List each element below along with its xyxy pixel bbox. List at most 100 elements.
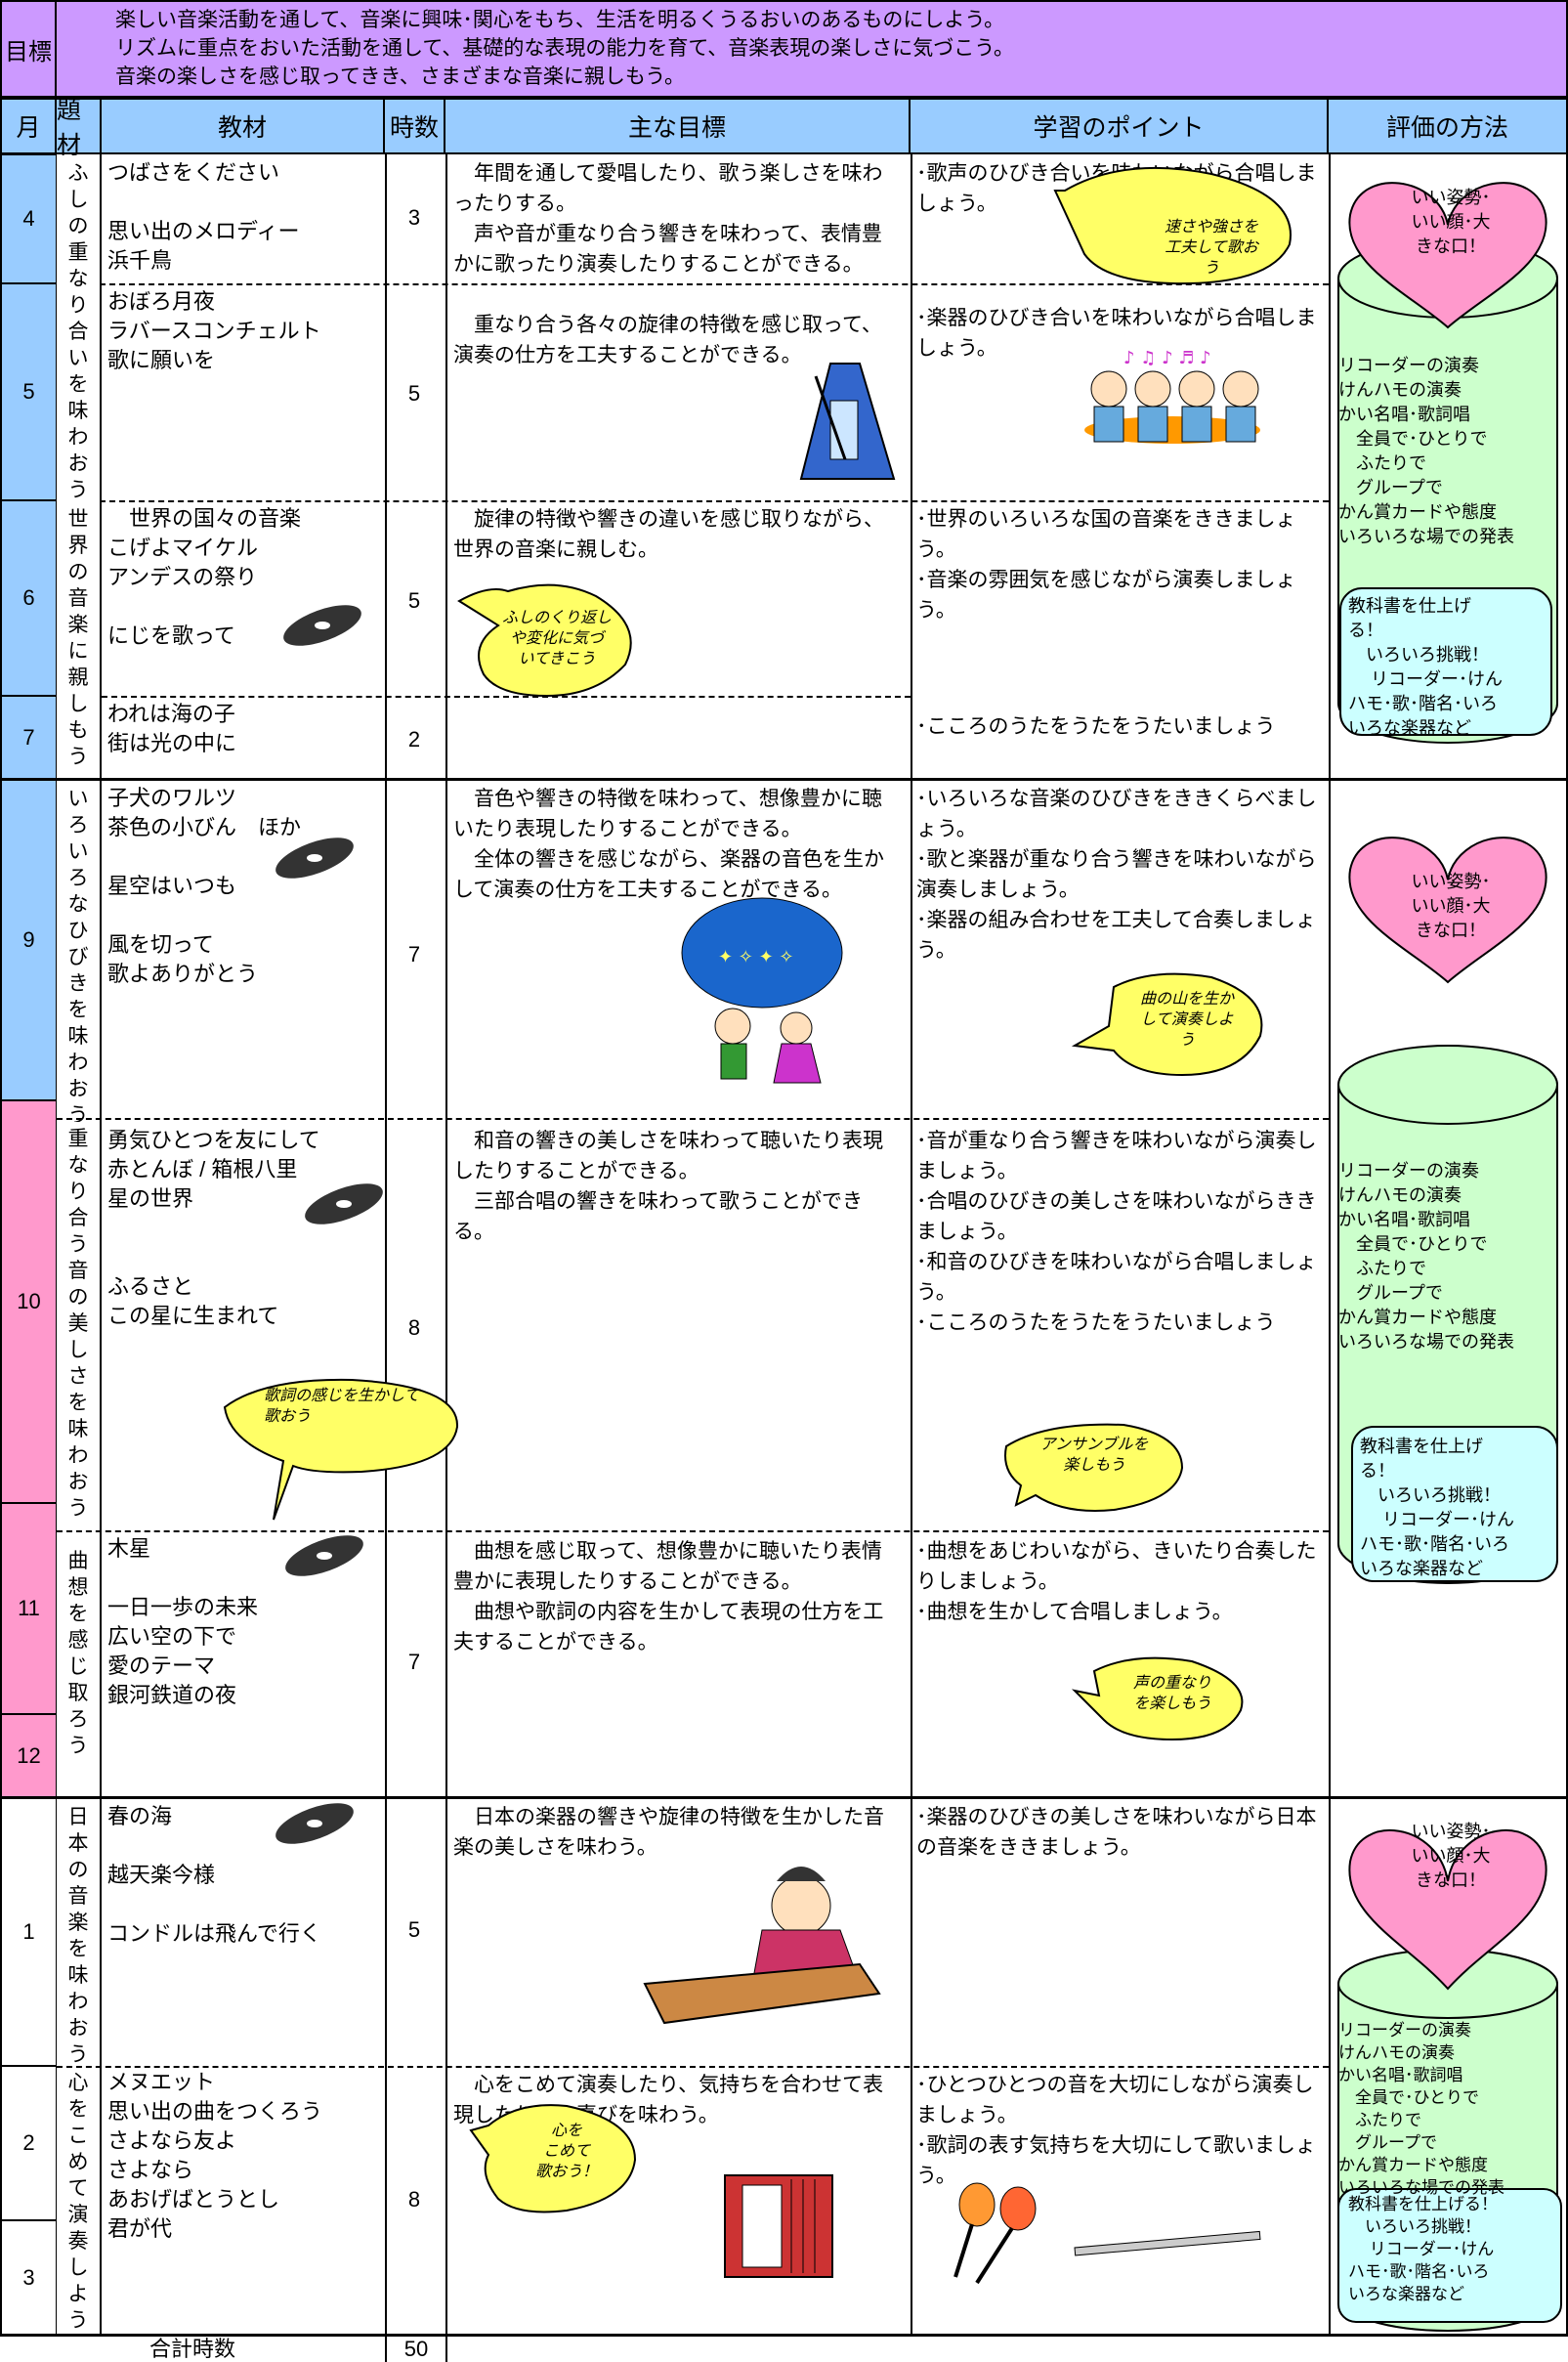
month-cell: 12	[0, 1714, 57, 1798]
header-material: 教材	[102, 98, 385, 154]
theme-cell: 曲想を感じ取ろう	[57, 1544, 100, 1796]
header-evaluation: 評価の方法	[1329, 98, 1568, 154]
bubble-text: ふしのくり返し や変化に気づ いてきこう	[501, 610, 612, 667]
goal-line-1: 楽しい音楽活動を通して、音楽に興味･関心をもち、生活を明るくうるおいのあるものに…	[115, 9, 1005, 31]
hours-value: 5	[407, 381, 421, 406]
point-cell: ･楽器のひびきの美しさを味わいながら日本の音楽をききましょう。	[916, 1806, 1317, 1859]
evaluation-methods: リコーダーの演奏 けんハモの演奏 かい名唱･歌詞唱 全員で･ひとりで ふたりで …	[1338, 1161, 1514, 1352]
grid-line	[445, 154, 447, 2362]
goal-line-2: リズムに重点をおいた活動を通して、基礎的な表現の能力を育て、音楽表現の楽しさに気…	[115, 37, 1015, 60]
theme-label: 日本の音楽を味わおう	[67, 1806, 89, 2066]
theme-cell: 重なり合う音の美しさを味わおう	[57, 1122, 100, 1520]
stargazing-icon: ✦ ✧ ✦ ✧	[681, 897, 843, 1084]
theme-cell: 心をこめて演奏しよう	[57, 2066, 100, 2336]
theme-label: 重なり合う音の美しさを味わおう	[67, 1128, 89, 1520]
total-value: 50	[403, 2337, 429, 2361]
material-cell: 世界の国々の音楽 こげよマイケル アンデスの祭り にじを歌って	[107, 506, 302, 648]
bubble-text: 速さや強さを 工夫して歌お う	[1164, 219, 1258, 277]
point-cell: ･こころのうたをうたをうたいましょう	[916, 715, 1276, 738]
theme-cell: 世界の音楽に親しもう	[57, 502, 100, 778]
textbook-box	[1337, 2188, 1562, 2323]
hours-value: 3	[407, 205, 421, 230]
bubble-text: 心を こめて 歌おう！	[534, 2123, 598, 2180]
section-divider	[0, 2334, 1568, 2337]
theme-label: ふしの重なり合いを味わおう	[67, 162, 89, 501]
month-cell: 9	[0, 780, 57, 1100]
bubble-text: 歌詞の感じを生かして 歌おう	[264, 1388, 420, 1425]
maracas-icon	[954, 2182, 1037, 2285]
theme-cell: 日本の音楽を味わおう	[57, 1800, 100, 2066]
textbook-text: 教科書を仕上げ る！ いろいろ挑戦！ リコーダー･けん ハモ･歌･階名･いろ い…	[1348, 596, 1504, 738]
flute-icon	[1074, 2230, 1261, 2256]
header-points: 学習のポイント	[911, 98, 1329, 154]
heart-shape	[1348, 1828, 1547, 1991]
bubble-text: 曲の山を生か して演奏しよ う	[1139, 991, 1234, 1049]
material-cell: メヌエット 思い出の曲をつくろう さよなら友よ さよなら あおげばとうとし 君が…	[107, 2070, 323, 2241]
heart-text: いい姿勢･ いい顔･大 きな口！	[1411, 872, 1491, 940]
heart-shape	[1348, 837, 1547, 984]
hours-value: 8	[407, 2187, 421, 2212]
heart-text: いい姿勢･ いい顔･大 きな口！	[1411, 188, 1491, 256]
total-label: 合計時数	[148, 2337, 235, 2361]
month-cell: 4	[0, 154, 57, 283]
month-cell: 11	[0, 1503, 57, 1714]
header-theme: 題材	[57, 97, 102, 159]
grid-line	[385, 154, 387, 2362]
hours-value: 5	[407, 588, 421, 613]
heart-shape	[1348, 182, 1547, 329]
point-cell: ･音が重なり合う響きを味わいながら演奏しましょう。 ･合唱のひびきの美しさを味わ…	[916, 1130, 1317, 1334]
row-divider	[100, 500, 1329, 502]
hours-value: 5	[407, 1917, 421, 1942]
material-cell: われは海の子 街は光の中に	[107, 702, 237, 755]
objective-cell: 旋律の特徴や響きの違いを感じ取りながら、世界の音楽に親しむ。	[453, 508, 884, 561]
metronome-icon	[799, 363, 896, 480]
hours-value: 7	[407, 942, 421, 966]
objective-cell: 年間を通して愛唱したり、歌う楽しさを味わったりする。 声や音が重なり合う響きを味…	[453, 162, 883, 366]
textbook-box	[1339, 587, 1552, 736]
material-cell: おぼろ月夜 ラバースコンチェルト 歌に願いを	[107, 289, 321, 372]
material-cell: 子犬のワルツ 茶色の小びん ほか 星空はいつも 風を切って 歌よありがとう	[107, 786, 302, 986]
evaluation-graphics	[1337, 182, 1562, 2332]
month-cell: 6	[0, 500, 57, 696]
goal-line-3: 音楽の楽しさを感じ取ってきき、さまざまな音楽に親しもう。	[115, 65, 685, 88]
month-cell: 3	[0, 2220, 57, 2336]
material-cell: 勇気ひとつを友にして 赤とんぼ / 箱根八里 星の世界 ふるさと この星に生まれ…	[107, 1128, 320, 1328]
grid-line	[1566, 154, 1568, 2336]
hours-value: 2	[407, 727, 421, 752]
goals-label: 目標	[0, 0, 57, 98]
point-cell: ･歌声のひびき合いを味わいながら合唱しましょう。	[916, 162, 1317, 215]
row-divider	[100, 283, 1329, 285]
material-cell: 木星 一日一歩の未来 広い空の下で 愛のテーマ 銀河鉄道の夜	[107, 1536, 259, 1707]
theme-label: 世界の音楽に親しもう	[67, 508, 89, 768]
objective-cell: 和音の響きの美しさを味わって聴いたり表現したりすることができる。 三部合唱の響き…	[453, 1130, 883, 1243]
evaluation-methods: リコーダーの演奏 けんハモの演奏 かい名唱･歌詞唱 全員で･ひとりで ふたりで …	[1338, 356, 1514, 546]
svg-text:✦ ✧ ✦ ✧: ✦ ✧ ✦ ✧	[718, 947, 794, 967]
month-cell: 10	[0, 1100, 57, 1503]
month-cell: 5	[0, 283, 57, 500]
theme-label: いろいろなひびきを味わおう	[67, 788, 89, 1127]
month-cell: 2	[0, 2066, 57, 2220]
header-month: 月	[0, 98, 57, 154]
grid-line	[1329, 154, 1331, 2336]
textbook-text: 教科書を仕上げ る！ いろいろ挑戦！ リコーダー･けん ハモ･歌･階名･いろ い…	[1360, 1437, 1515, 1578]
row-divider	[102, 696, 911, 698]
row-divider	[57, 1118, 1329, 1120]
section-divider	[0, 1796, 1568, 1799]
theme-cell: いろいろなひびきを味わおう	[57, 782, 100, 1127]
bubble-text: アンサンブルを 楽しもう	[1039, 1437, 1149, 1474]
evaluation-methods: リコーダーの演奏 けんハモの演奏 かい名唱･歌詞唱 全員で･ひとりで ふたりで …	[1338, 2021, 1504, 2197]
month-cell: 1	[0, 1798, 57, 2066]
month-cell: 7	[0, 696, 57, 780]
header-objective: 主な目標	[445, 98, 911, 154]
objective-cell: 曲想を感じ取って、想像豊かに聴いたり表情豊かに表現したりすることができる。 曲想…	[453, 1540, 884, 1653]
heart-text: いい姿勢･ いい顔･大 きな口！	[1411, 1822, 1491, 1890]
row-divider	[57, 1530, 1329, 1532]
objective-cell: 音色や響きの特徴を味わって、想像豊かに聴いたり表現したりすることができる。 全体…	[453, 788, 884, 901]
theme-label: 曲想を感じ取ろう	[67, 1550, 89, 1757]
point-cell: ･曲想をあじわいながら、きいたり合奏したりしましょう。 ･曲想を生かして合唱しま…	[916, 1540, 1317, 1623]
textbook-box	[1351, 1426, 1558, 1582]
textbook-text: 教科書を仕上げる！ いろいろ挑戦！ リコーダー･けん ハモ･歌･階名･いろ いろ…	[1348, 2195, 1498, 2303]
goals-box: 楽しい音楽活動を通して、音楽に興味･関心をもち、生活を明るくうるおいのあるものに…	[57, 0, 1568, 98]
point-cell: ･いろいろな音楽のひびきをききくらべましょう。 ･歌と楽器が重なり合う響きを味わ…	[916, 788, 1317, 962]
grid-line	[911, 154, 912, 2336]
